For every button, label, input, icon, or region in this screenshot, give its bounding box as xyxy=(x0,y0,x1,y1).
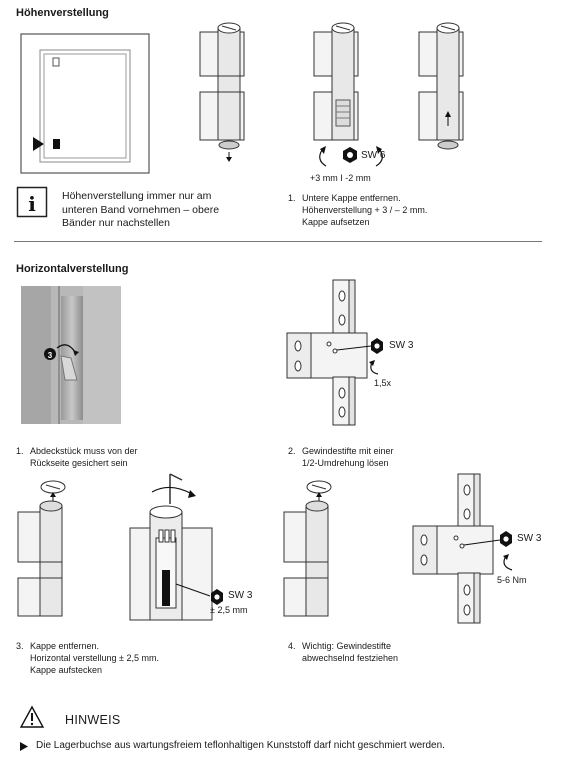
range-label: +3 mm I -2 mm xyxy=(310,173,371,183)
fig4-torque-label: 5-6 Nm xyxy=(497,575,527,585)
hinge-cap-replace-drawing xyxy=(418,22,464,150)
fig4-sw-label: SW 3 xyxy=(517,533,542,544)
fig2-turns-label: 1,5x xyxy=(374,378,392,388)
section-title-height: Höhenverstellung xyxy=(16,7,109,19)
hinge-photo: 3 xyxy=(21,286,121,424)
section-title-horizontal: Horizontalverstellung xyxy=(16,263,129,275)
photo-step-marker: 3 xyxy=(48,351,53,360)
info-icon: i xyxy=(16,186,48,218)
notice-text: Die Lagerbuchse aus wartungsfreiem teflo… xyxy=(36,740,445,751)
section-divider xyxy=(14,241,542,242)
step3-horizontal: 3. Kappe entfernen. Horizontal verstellu… xyxy=(16,641,159,675)
hinge-adjust-drawing xyxy=(313,22,359,141)
step4-horizontal: 4. Wichtig: Gewindestifte abwechselnd fe… xyxy=(288,641,399,663)
step1-height: 1. Untere Kappe entfernen. Höhenverstell… xyxy=(288,193,428,227)
warning-icon xyxy=(19,705,45,728)
step2-horizontal: 2. Gewindestifte mit einer 1/2-Umdrehung… xyxy=(288,446,394,468)
fig2-sw-label: SW 3 xyxy=(389,340,414,351)
bullet-arrow-icon xyxy=(20,742,28,751)
fig3-range-label: ± 2,5 mm xyxy=(210,605,248,615)
sw6-label: SW 6 xyxy=(361,150,386,161)
fig3-sw-label: SW 3 xyxy=(228,590,253,601)
step1-horizontal: 1. Abdeckstück muss von der Rückseite ge… xyxy=(16,446,138,468)
info-text: Höhenverstellung immer nur am unteren Ba… xyxy=(62,190,220,229)
hinge-cap-removed-drawing xyxy=(199,22,245,162)
notice-title: HINWEIS xyxy=(65,713,121,727)
svg-text:i: i xyxy=(28,192,36,216)
